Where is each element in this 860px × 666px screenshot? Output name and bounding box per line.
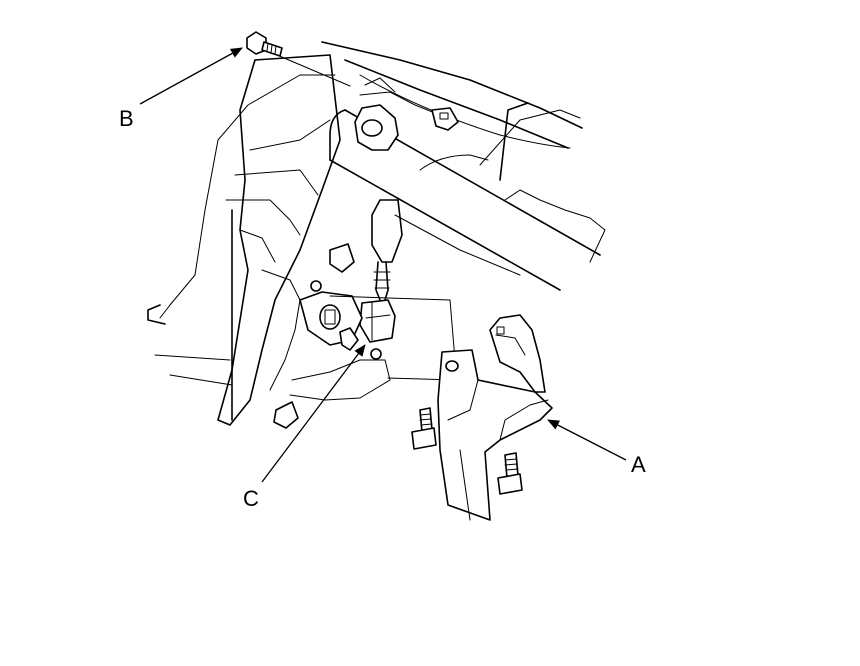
leader-b xyxy=(139,47,243,105)
callout-c: C xyxy=(243,486,259,511)
bracket-a xyxy=(437,314,553,521)
bolt-lower-right xyxy=(497,452,523,495)
connector-c xyxy=(359,299,396,343)
mount-bracket xyxy=(354,77,459,151)
bolt-b xyxy=(246,31,283,57)
subframe-beam xyxy=(321,41,606,291)
sensor-unit xyxy=(273,243,391,429)
wire-harness xyxy=(371,199,403,301)
callout-a: A xyxy=(631,452,646,477)
leader-c xyxy=(261,344,366,483)
bolt-lower-left xyxy=(411,407,437,450)
callout-b: B xyxy=(119,106,134,131)
transmission-housing xyxy=(147,54,341,426)
leader-a xyxy=(547,419,627,461)
